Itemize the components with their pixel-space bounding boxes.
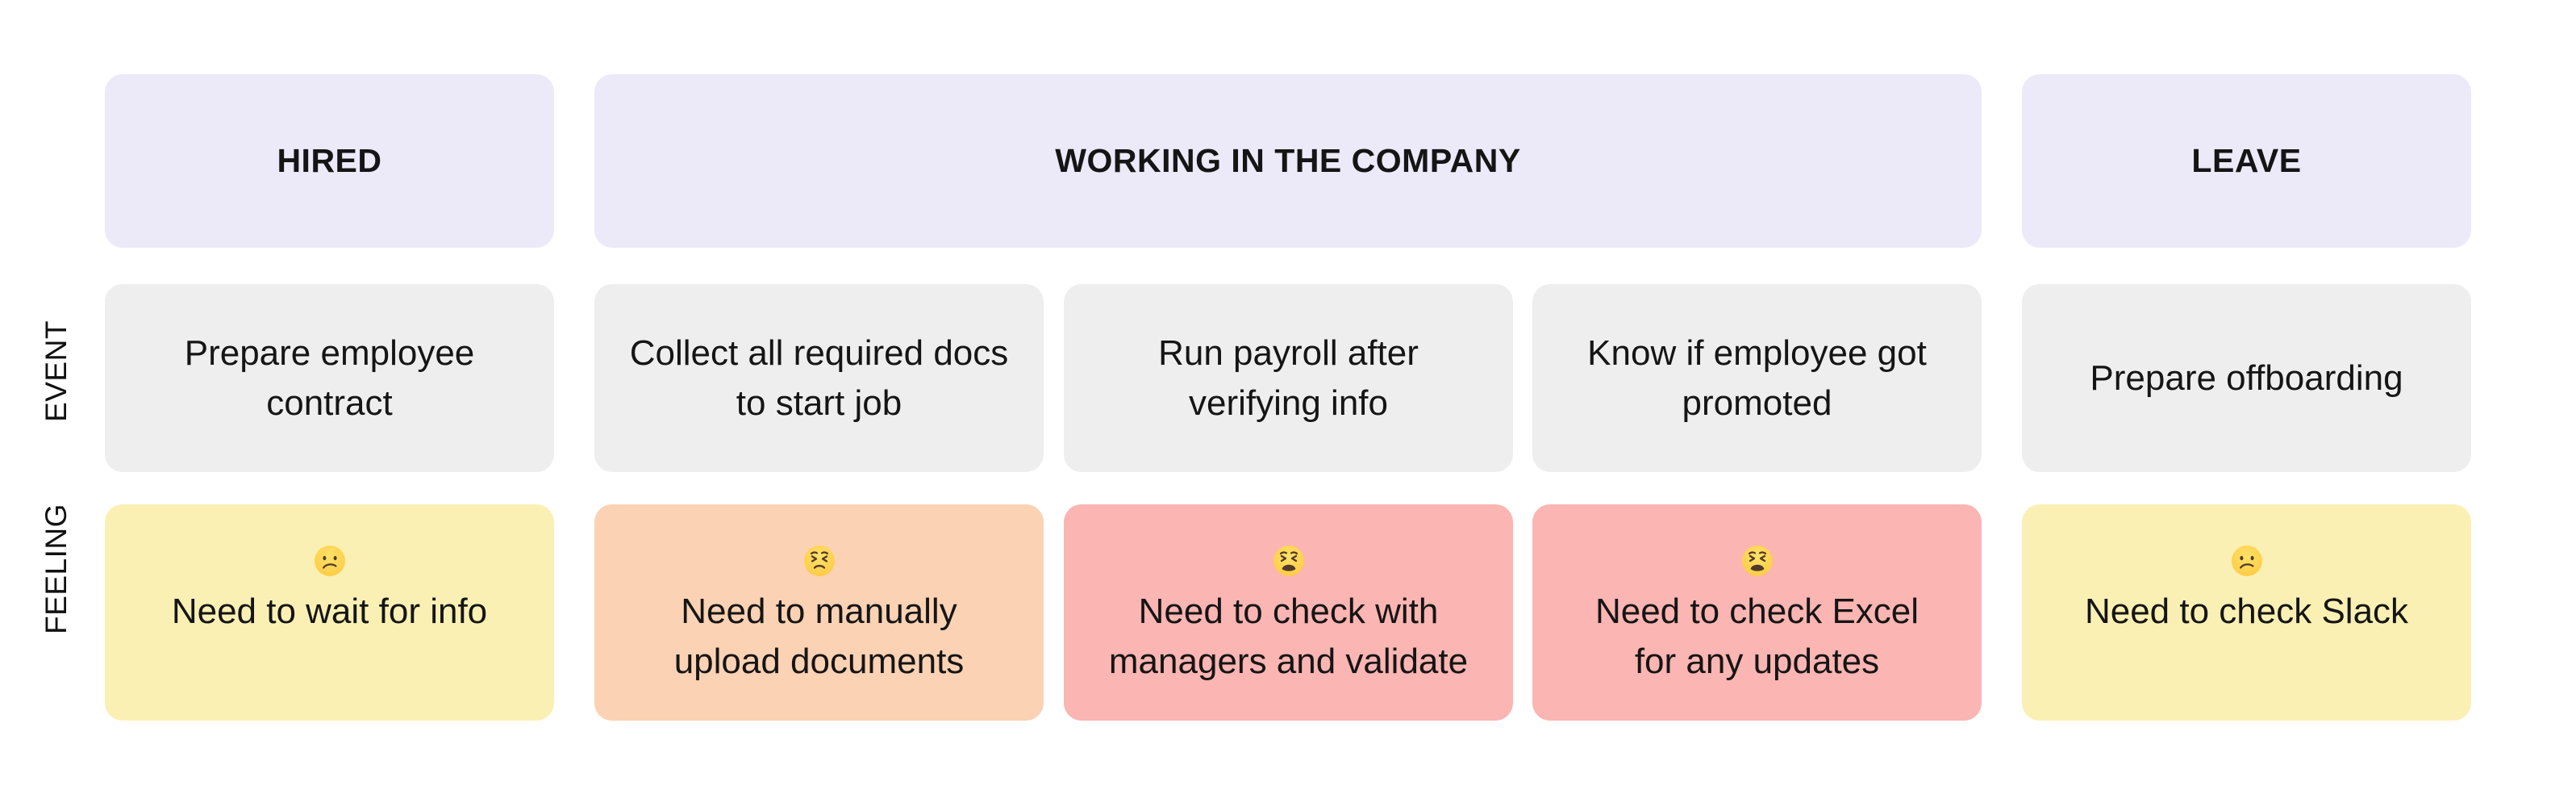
event-text: Run payroll after verifying info (1158, 332, 1419, 423)
stage-label: WORKING IN THE COMPANY (1055, 142, 1521, 179)
feeling-text: Need to manually upload documents (673, 592, 965, 681)
event-text: Know if employee got promoted (1587, 332, 1927, 423)
feeling-card-check-with-managers: Need to check with managers and validate (1064, 504, 1513, 721)
feeling-card-check-slack: Need to check Slack (2022, 504, 2471, 721)
event-card-run-payroll: Run payroll after verifying info (1064, 284, 1513, 472)
event-card-know-promotion: Know if employee got promoted (1532, 284, 1982, 472)
row-label-event: EVENT (40, 320, 73, 422)
event-text: Prepare employee contract (184, 332, 475, 423)
journey-grid: HIRED WORKING IN THE COMPANY LEAVE Prepa… (105, 74, 2471, 721)
persevering-face-emoji-icon (803, 546, 835, 576)
stage-label: LEAVE (2191, 142, 2302, 179)
stage-label: HIRED (277, 142, 382, 179)
feeling-card-manual-upload: Need to manually upload documents (594, 504, 1044, 721)
stage-hired: HIRED (105, 74, 554, 248)
feeling-card-check-excel: Need to check Excel for any updates (1532, 504, 1982, 721)
event-card-prepare-contract: Prepare employee contract (105, 284, 554, 472)
row-label-feeling: FEELING (40, 504, 73, 634)
event-card-collect-docs: Collect all required docs to start job (594, 284, 1044, 472)
feeling-card-wait-for-info: Need to wait for info (105, 504, 554, 721)
tired-face-emoji-icon (1273, 546, 1304, 576)
confused-face-emoji-icon (2231, 546, 2262, 576)
event-card-prepare-offboarding: Prepare offboarding (2022, 284, 2471, 472)
event-text: Collect all required docs to start job (629, 332, 1009, 423)
feeling-text: Need to check Excel for any updates (1594, 592, 1919, 681)
confused-face-emoji-icon (314, 546, 345, 576)
stage-working-in-the-company: WORKING IN THE COMPANY (594, 74, 1982, 248)
stage-leave: LEAVE (2022, 74, 2471, 248)
feeling-text: Need to check with managers and validate (1108, 592, 1469, 681)
tired-face-emoji-icon (1741, 546, 1773, 576)
feeling-text: Need to check Slack (2084, 592, 2409, 631)
event-text: Prepare offboarding (2090, 357, 2403, 398)
feeling-text: Need to wait for info (171, 592, 488, 631)
